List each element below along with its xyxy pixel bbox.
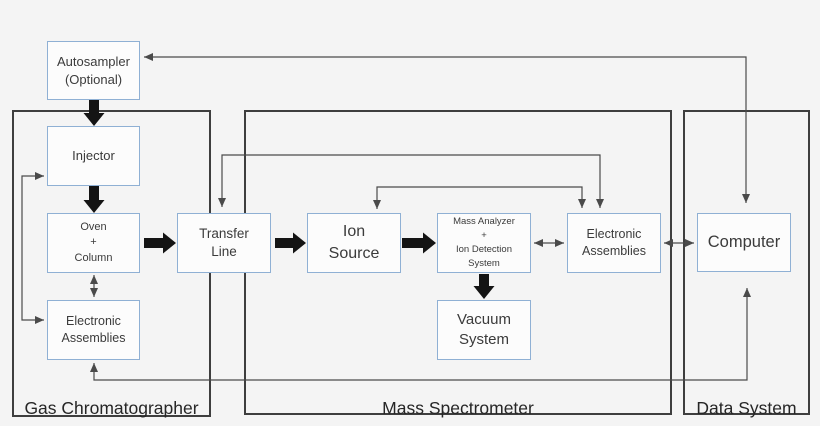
node-label-line: Assemblies xyxy=(582,244,646,258)
node-label-line: Mass Analyzer xyxy=(453,216,515,228)
node-label-line: Computer xyxy=(707,233,781,252)
flow-arrow-oven-to-transferline xyxy=(144,232,176,254)
node-vacuum-system: Vacuum System xyxy=(437,300,531,360)
node-electronic-assemblies-ms: Electronic Assemblies xyxy=(567,213,661,273)
node-label-line: (Optional) xyxy=(64,71,123,87)
node-label-line: Autosampler xyxy=(57,53,130,69)
node-label-line: Transfer xyxy=(199,225,249,241)
node-label-line: Oven xyxy=(80,220,107,233)
flow-arrow-massanalyzer-to-vacuum xyxy=(473,274,495,299)
node-label-line: System xyxy=(458,331,509,348)
label-mass-spectrometer: Mass Spectrometer xyxy=(382,398,534,418)
node-electronic-assemblies-gc: Electronic Assemblies xyxy=(47,300,140,360)
label-gas-chromatograph: Gas Chromatographer xyxy=(24,398,199,418)
line-ionsource-ea-ms xyxy=(373,186,586,209)
node-injector: Injector xyxy=(47,126,140,186)
node-transfer-line: Transfer Line xyxy=(177,213,271,273)
label-data-system: Data System xyxy=(696,398,797,418)
node-label-line: Electronic xyxy=(586,227,642,242)
flow-arrow-injector-to-oven xyxy=(83,186,105,213)
line-transferline-ea-ms xyxy=(218,154,604,208)
node-mass-analyzer-ion-detection: Mass Analyzer + Ion Detection System xyxy=(437,213,531,273)
node-autosampler: Autosampler (Optional) xyxy=(47,41,140,100)
node-label-line: Ion xyxy=(342,223,366,241)
node-label-line: Source xyxy=(328,245,380,262)
node-label-line: + xyxy=(481,230,487,242)
node-label-line: Line xyxy=(211,244,237,259)
node-label-line: Electronic xyxy=(66,314,121,329)
line-ea-gc-computer-bottom xyxy=(90,288,751,381)
node-label-line: Assemblies xyxy=(61,331,126,345)
node-oven-column: Oven + Column xyxy=(47,213,140,273)
node-label-line: Injector xyxy=(72,148,115,164)
line-computer-autosampler xyxy=(144,53,750,203)
node-label-line: Column xyxy=(74,251,113,264)
flow-arrow-ionsource-to-massanalyzer xyxy=(402,232,436,254)
node-computer: Computer xyxy=(697,213,791,272)
node-ion-source: Ion Source xyxy=(307,213,401,273)
flow-arrow-transferline-to-ionsource xyxy=(275,232,306,254)
node-label-line: System xyxy=(468,257,500,269)
line-ea-gc-injector xyxy=(21,172,44,324)
node-label-line: Vacuum xyxy=(457,310,511,328)
flow-arrow-autosampler-to-injector xyxy=(83,100,105,126)
node-label-line: + xyxy=(90,236,97,249)
node-label-line: Ion Detection xyxy=(456,244,512,255)
